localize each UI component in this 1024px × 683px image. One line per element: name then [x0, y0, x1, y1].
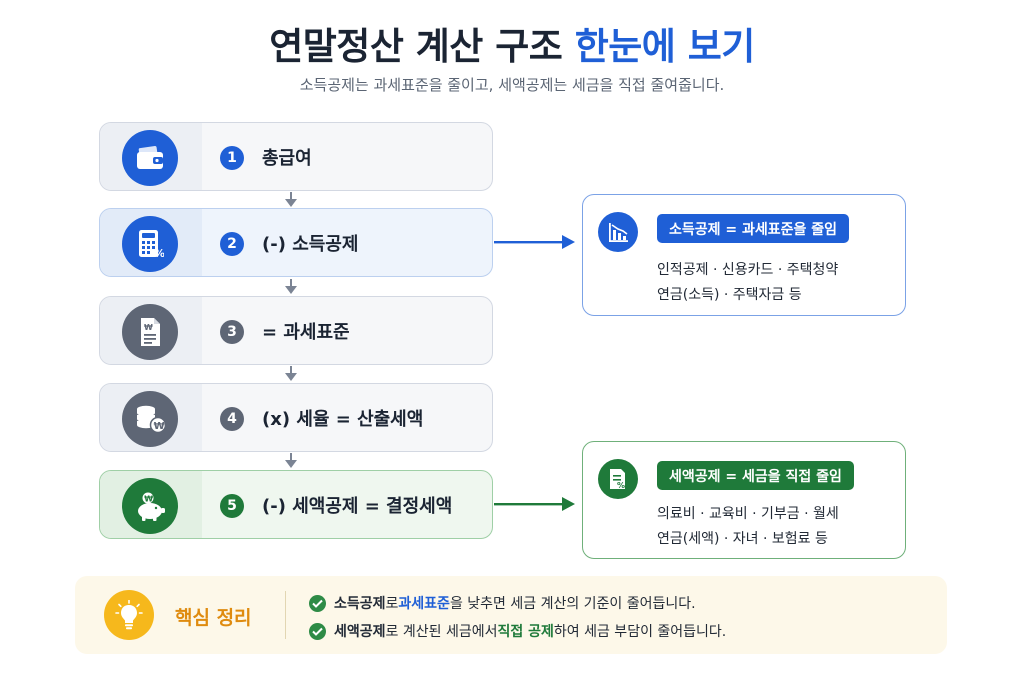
bar-chart-down-icon	[598, 212, 638, 252]
step-number: 2	[220, 232, 244, 256]
right-arrow-icon	[494, 497, 575, 511]
summary-title: 핵심 정리	[175, 607, 252, 629]
tax-credit-line-2: 연금(세액) · 자녀 · 보험료 등	[657, 531, 828, 547]
income-deduction-line-1: 인적공제 · 신용카드 · 주택청약	[657, 262, 839, 278]
summary-row-2-term: 세액공제	[334, 624, 386, 640]
svg-text:₩: ₩	[144, 323, 153, 332]
step-label: 총급여	[262, 148, 312, 169]
piggy-bank-icon: ₩	[122, 478, 178, 534]
step-income-deduction: % 2 (-) 소득공제	[99, 208, 493, 277]
tax-credit-title: 세액공제 = 세금을 직접 줄임	[657, 461, 854, 490]
step-tax-base: ₩ 3 = 과세표준	[99, 296, 493, 365]
check-circle-icon	[309, 622, 326, 640]
step-label: = 과세표준	[262, 322, 350, 343]
check-circle-icon	[309, 594, 326, 612]
page-subtitle: 소득공제는 과세표준을 줄이고, 세액공제는 세금을 직접 줄여줍니다.	[299, 76, 725, 94]
lightbulb-icon	[104, 590, 154, 640]
income-deduction-line-2: 연금(소득) · 주택자금 등	[657, 287, 802, 303]
summary-divider	[285, 591, 286, 639]
step-number: 5	[220, 494, 244, 518]
document-won-icon: ₩	[122, 304, 178, 360]
step-calculated-tax: ₩ 4 (x) 세율 = 산출세액	[99, 383, 493, 452]
step-total-salary: 1 총급여	[99, 122, 493, 191]
svg-text:%: %	[154, 247, 164, 259]
summary-row-2-highlight: 직접 공제	[497, 624, 554, 640]
coin-stack-icon: ₩	[122, 391, 178, 447]
income-deduction-box: 소득공제 = 과세표준을 줄임 인적공제 · 신용카드 · 주택청약 연금(소득…	[582, 194, 906, 316]
step-number: 3	[220, 320, 244, 344]
title-main: 연말정산 계산 구조	[269, 25, 563, 68]
down-arrow-icon	[285, 192, 297, 207]
summary-row-1-highlight: 과세표준	[398, 596, 450, 612]
summary-row-1-text-b: 을 낮추면 세금 계산의 기준이 줄어듭니다.	[449, 596, 696, 612]
wallet-icon	[122, 130, 178, 186]
svg-text:%: %	[617, 481, 625, 490]
step-number: 4	[220, 407, 244, 431]
title-accent: 한눈에 보기	[574, 25, 756, 68]
summary-row-1-term: 소득공제	[334, 596, 386, 612]
down-arrow-icon	[285, 453, 297, 468]
summary-row-2-text-a: 로 계산된 세금에서	[385, 624, 498, 640]
down-arrow-icon	[285, 366, 297, 381]
tax-credit-line-1: 의료비 · 교육비 · 기부금 · 월세	[657, 506, 839, 522]
step-label: (x) 세율 = 산출세액	[262, 409, 424, 430]
step-label: (-) 소득공제	[262, 234, 359, 255]
summary-row-2-text-b: 하여 세금 부담이 줄어듭니다.	[553, 624, 727, 640]
income-deduction-title: 소득공제 = 과세표준을 줄임	[657, 214, 850, 243]
tax-credit-box: % 세액공제 = 세금을 직접 줄임 의료비 · 교육비 · 기부금 · 월세 …	[582, 441, 906, 559]
svg-text:₩: ₩	[154, 421, 165, 432]
step-label: (-) 세액공제 = 결정세액	[262, 496, 453, 517]
svg-text:₩: ₩	[144, 495, 153, 504]
step-number: 1	[220, 146, 244, 170]
page-title: 연말정산 계산 구조 한눈에 보기	[0, 16, 1024, 70]
summary-row-1-text-a: 로	[385, 596, 399, 612]
receipt-percent-icon: %	[598, 459, 638, 499]
calculator-icon: %	[122, 216, 178, 272]
down-arrow-icon	[285, 279, 297, 294]
step-final-tax: ₩ 5 (-) 세액공제 = 결정세액	[99, 470, 493, 539]
right-arrow-icon	[494, 235, 575, 249]
